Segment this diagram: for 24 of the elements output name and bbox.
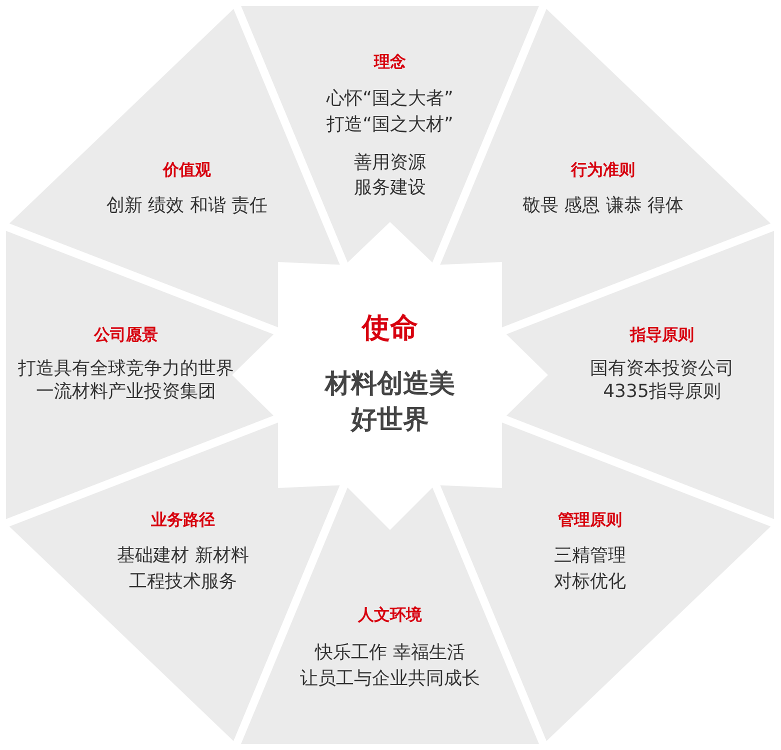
segment-text: 国有资本投资公司4335指导原则 [589, 358, 735, 403]
segment-text: 让员工与企业共同成长 [300, 668, 480, 690]
segment-heading: 业务路径 [151, 510, 215, 530]
segment-text: 工程技术服务 [129, 571, 237, 594]
segment-text: 打造具有全球竞争力的世界一流材料产业投资集团 [17, 358, 235, 403]
segment-heading: 管理原则 [558, 510, 622, 530]
segment-text: 三精管理 [554, 545, 626, 568]
segment-text: 敬畏 感恩 谦恭 得体 [522, 195, 684, 218]
segment-text: 快乐工作 幸福生活 [315, 642, 465, 664]
mission-heading: 使命 [362, 310, 418, 345]
segment-heading: 价值观 [163, 160, 211, 180]
mission-text: 材料创造美好世界 [323, 368, 456, 438]
segment-text: 基础建材 新材料 [117, 545, 249, 568]
segment-text: 心怀“国之大者” [326, 88, 454, 110]
segment-text: 服务建设 [354, 177, 426, 200]
segment-text: 创新 绩效 和谐 责任 [106, 195, 268, 218]
segment-text: 打造“国之大材” [326, 114, 454, 136]
segment-heading: 理念 [374, 52, 406, 72]
segment-heading: 行为准则 [571, 160, 635, 180]
segment-heading: 人文环境 [358, 605, 422, 625]
segment-text: 对标优化 [554, 571, 626, 594]
segment-heading: 指导原则 [630, 325, 694, 345]
segment-text: 善用资源 [354, 152, 426, 174]
segment-heading: 公司愿景 [94, 325, 158, 345]
